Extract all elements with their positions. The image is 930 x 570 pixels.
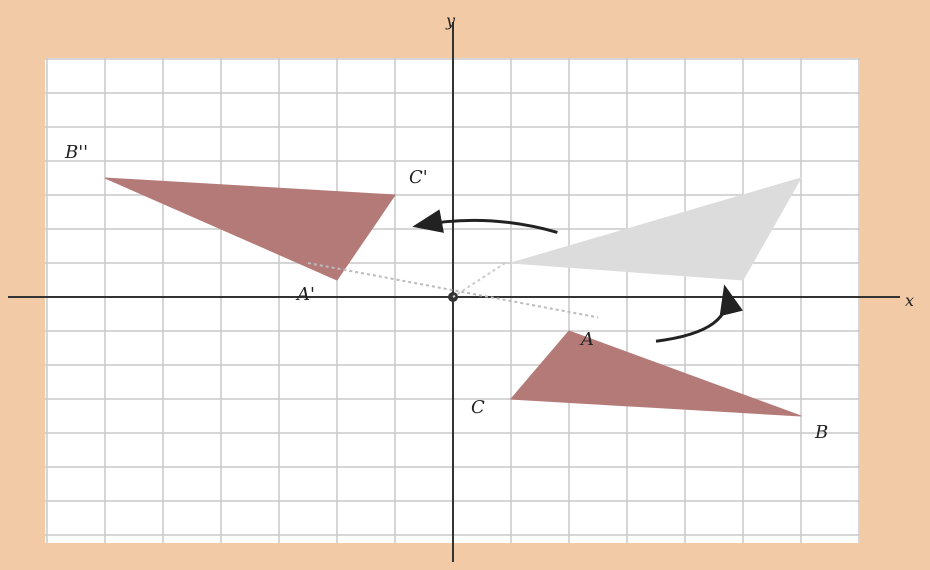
- vertex-label-image: C': [409, 167, 428, 188]
- y-axis-label: y: [445, 11, 456, 30]
- rotation-arrows: [412, 209, 743, 343]
- vertex-label-original: A: [579, 329, 594, 350]
- vertex-label-original: B: [814, 422, 828, 443]
- vertex-label-image: B'': [64, 142, 88, 163]
- arrow-middle-to-upper: [412, 209, 558, 234]
- triangle-intermediate: [510, 177, 803, 281]
- vertex-label-original: C: [471, 397, 485, 418]
- vertex-label-image: A': [295, 284, 315, 305]
- vertex-labels: A B C A' B'' C': [64, 142, 828, 443]
- dotted-ray: [307, 262, 599, 319]
- triangle-original: [509, 330, 802, 417]
- triangle-image: [104, 177, 396, 281]
- arrow-lower-to-middle: [655, 284, 743, 343]
- x-axis-label: x: [905, 291, 914, 310]
- triangles: [104, 177, 803, 417]
- dotted-ray-ghost: [452, 262, 506, 298]
